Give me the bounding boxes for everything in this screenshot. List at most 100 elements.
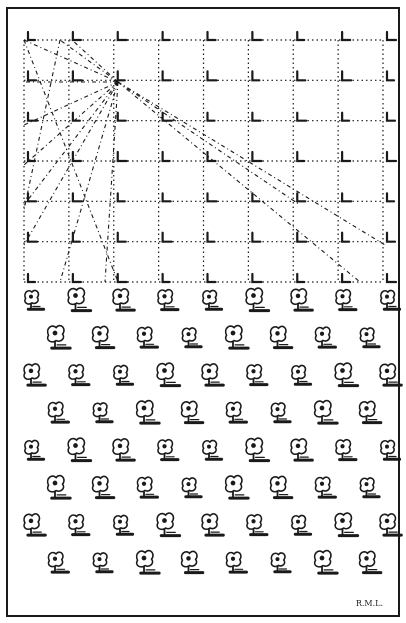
tree-tuft-icon: [271, 326, 292, 347]
tree-tuft-icon: [69, 365, 89, 385]
tree-tuft-icon: [381, 290, 400, 309]
corner-tick-icon: [297, 152, 304, 161]
corner-tick-icon: [118, 71, 125, 80]
tree-tuft-icon: [271, 553, 290, 572]
tree-tuft-icon: [247, 365, 267, 385]
tree-tuft-icon: [226, 476, 248, 499]
construction-diagonal: [105, 82, 118, 282]
corner-tick-icon: [208, 71, 217, 80]
corner-tick-icon: [387, 233, 395, 242]
tree-tuft-icon: [360, 328, 379, 347]
tree-tuft-icon: [202, 364, 223, 385]
corner-tick-icon: [208, 193, 217, 201]
tree-tuft-icon: [271, 403, 290, 422]
tree-tuft-icon: [68, 438, 90, 461]
corner-tick-icon: [297, 71, 305, 80]
corner-tick-icon: [163, 152, 170, 161]
tree-tuft-icon: [381, 440, 400, 459]
corner-tick-icon: [163, 274, 170, 282]
corner-tick-icon: [118, 152, 127, 161]
corner-tick-icon: [387, 32, 396, 40]
corner-tick-icon: [342, 193, 351, 201]
tree-tuft-icon: [292, 365, 311, 384]
corner-tick-icon: [118, 113, 126, 121]
tree-tuft-icon: [336, 440, 356, 460]
tree-tuft-icon: [25, 440, 44, 459]
tree-tuft-icon: [226, 402, 246, 422]
corner-tick-icon: [73, 193, 82, 201]
construction-diagonal: [60, 40, 118, 82]
tree-tuft-icon: [113, 439, 134, 460]
corner-tick-icon: [163, 71, 171, 80]
construction-diagonal: [24, 82, 118, 165]
corner-tick-icon: [252, 113, 260, 121]
tree-tuft-icon: [203, 440, 222, 459]
tree-tuft-icon: [48, 476, 70, 499]
corner-tick-icon: [118, 274, 127, 282]
tree-tuft-icon: [202, 514, 223, 535]
tree-tuft-icon: [271, 476, 292, 497]
corner-tick-icon: [387, 113, 395, 121]
tree-tuft-icon: [291, 289, 312, 310]
corner-tick-icon: [252, 193, 259, 201]
tree-tuft-icon: [182, 478, 201, 497]
tree-tuft-icon: [93, 553, 112, 572]
construction-diagonal: [72, 40, 118, 82]
tree-tuft-icon: [24, 364, 45, 385]
construction-diagonal: [118, 82, 360, 282]
corner-tick-icon: [28, 32, 35, 40]
corner-tick-icon: [252, 71, 259, 80]
corner-tick-icon: [208, 233, 215, 242]
artist-signature: R.M.L.: [356, 599, 383, 608]
corner-tick-icon: [118, 193, 125, 201]
corner-tick-icon: [342, 152, 350, 161]
corner-tick-icon: [163, 233, 172, 242]
corner-tick-icon: [342, 113, 349, 121]
corner-tick-icon: [252, 152, 261, 161]
tree-tuft-icon: [182, 401, 203, 422]
corner-tick-icon: [387, 193, 394, 201]
corner-tick-field: [28, 32, 396, 282]
tree-tuft-icon: [93, 403, 112, 422]
tree-tuft-icon: [335, 513, 357, 536]
tree-tuft-icon: [315, 327, 335, 347]
tree-tuft-icon: [292, 515, 311, 534]
corner-tick-icon: [387, 274, 396, 282]
corner-tick-icon: [73, 71, 82, 80]
corner-tick-icon: [342, 274, 350, 282]
construction-diagonal: [24, 82, 118, 125]
tree-tuft-icon: [137, 477, 157, 497]
corner-tick-icon: [297, 274, 304, 282]
corner-tick-icon: [73, 233, 80, 242]
tree-tuft-icon: [182, 551, 203, 572]
corner-tick-icon: [252, 274, 261, 282]
tree-tuft-icon: [68, 288, 90, 311]
tree-tuft-icon: [226, 552, 246, 572]
tree-tuft-icon: [336, 290, 356, 310]
corner-tick-icon: [297, 32, 304, 40]
tree-tuft-icon: [315, 477, 335, 497]
tree-tuft-icon: [114, 365, 133, 384]
tree-tuft-icon: [113, 289, 134, 310]
tree-tuft-icon: [360, 551, 381, 572]
tree-tuft-icon: [246, 438, 268, 461]
corner-tick-icon: [342, 233, 349, 242]
tree-tuft-icon: [157, 363, 179, 386]
corner-tick-icon: [28, 274, 35, 282]
corner-tick-icon: [342, 71, 351, 80]
tree-tuft-icon: [48, 402, 68, 422]
corner-tick-icon: [342, 32, 350, 40]
construction-diagonal: [24, 82, 118, 245]
corner-tick-icon: [118, 233, 126, 242]
corner-tick-icon: [387, 71, 394, 80]
tree-tuft-icon: [291, 439, 312, 460]
tree-tuft-icon: [69, 515, 89, 535]
tree-tuft-icon: [137, 327, 157, 347]
construction-diagonal: [24, 40, 60, 210]
corner-tick-icon: [163, 193, 171, 201]
tree-tuft-icon: [226, 326, 248, 349]
corner-tick-icon: [208, 113, 215, 121]
tree-tuft-icon: [114, 515, 133, 534]
